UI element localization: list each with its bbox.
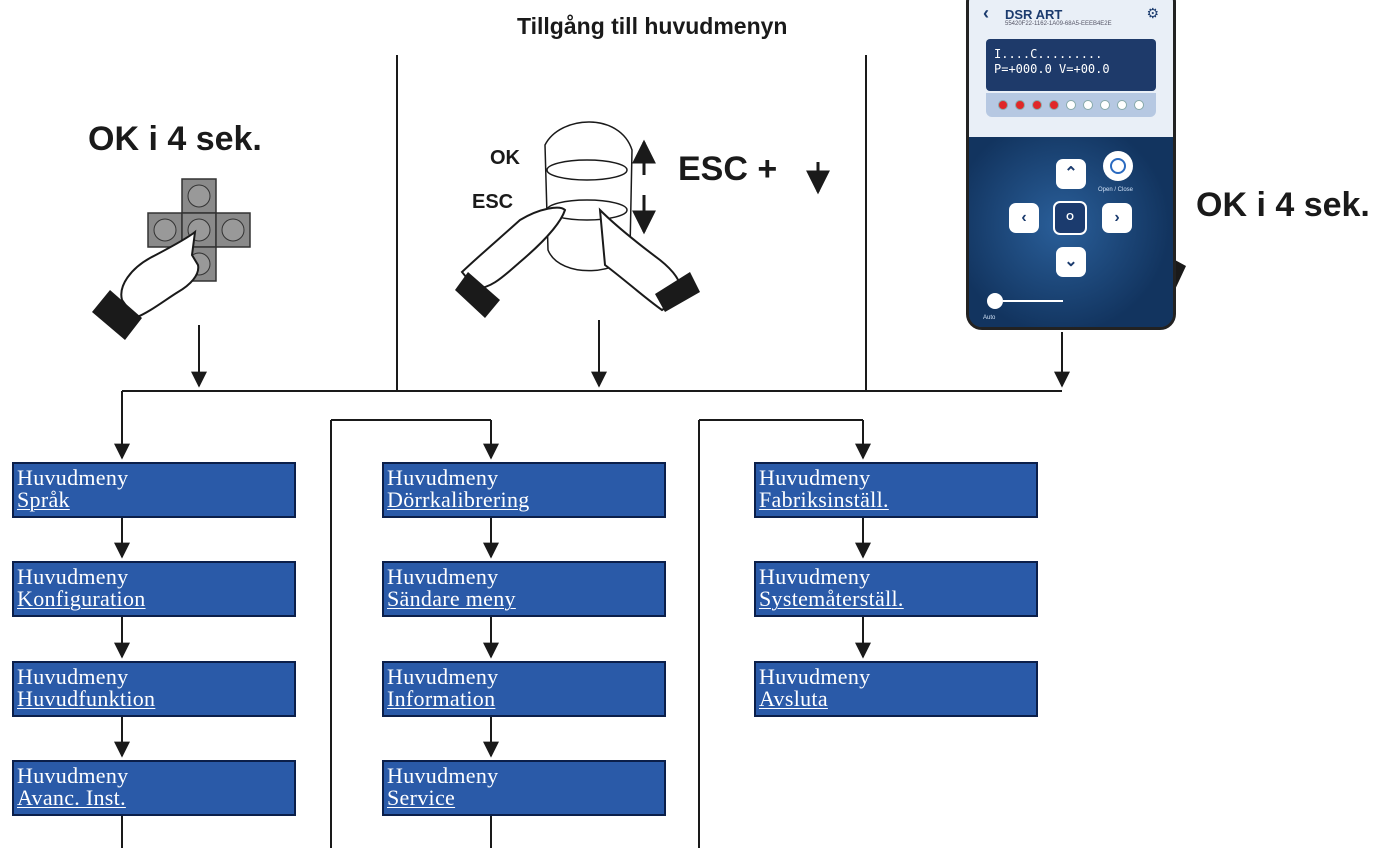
menu-box-line1: Huvudmeny	[17, 664, 129, 689]
keypad-illustration	[92, 178, 251, 340]
led-indicator	[1049, 100, 1059, 110]
esc-combo-label: ESC +	[678, 150, 778, 188]
left-method-label: OK i 4 sek.	[88, 120, 262, 158]
menu-box-line2: Sändare meny	[387, 586, 516, 611]
menu-box: Huvudmeny Service	[382, 760, 666, 816]
ok-label: OK	[490, 147, 520, 169]
led-indicator	[1134, 100, 1144, 110]
menu-box-line1: Huvudmeny	[759, 564, 871, 589]
diagram-title: Tillgång till huvudmenyn	[517, 13, 788, 39]
phone-lcd: I....C......... P=+000.0 V=+00.0	[986, 39, 1156, 91]
menu-box: Huvudmeny Avsluta	[754, 661, 1038, 717]
menu-box-line1: Huvudmeny	[387, 564, 499, 589]
menu-box-line1: Huvudmeny	[17, 465, 129, 490]
ok-button[interactable]: O	[1053, 201, 1087, 235]
menu-box-line2: Konfiguration	[17, 586, 146, 611]
up-button[interactable]: ⌃	[1056, 159, 1086, 189]
lcd-line-2: P=+000.0 V=+00.0	[994, 62, 1110, 76]
menu-box-line2: Fabriksinställ.	[759, 487, 889, 512]
led-indicator	[1083, 100, 1093, 110]
menu-box-line2: Dörrkalibrering	[387, 487, 530, 512]
menu-box-line2: Systemåterställ.	[759, 586, 904, 611]
back-icon[interactable]: ‹	[983, 3, 989, 23]
menu-box-line1: Huvudmeny	[387, 664, 499, 689]
phone-body: ‹ DSR ART 55420F22-1162-1A09-68A5-EEEB4E…	[966, 0, 1176, 330]
led-row	[986, 93, 1156, 117]
menu-box-line1: Huvudmeny	[387, 763, 499, 788]
led-indicator	[998, 100, 1008, 110]
down-button[interactable]: ⌄	[1056, 247, 1086, 277]
right-method-label: OK i 4 sek.	[1196, 186, 1370, 224]
menu-box: Huvudmeny Sändare meny	[382, 561, 666, 617]
menu-box: Huvudmeny Information	[382, 661, 666, 717]
phone-title: DSR ART	[1005, 7, 1063, 22]
menu-box-line1: Huvudmeny	[17, 564, 129, 589]
phone-header: ‹ DSR ART 55420F22-1162-1A09-68A5-EEEB4E…	[969, 0, 1173, 137]
phone-keypad: Open / Close ⌃ ‹ O › ⌄ Auto	[969, 137, 1173, 327]
menu-box-line1: Huvudmeny	[387, 465, 499, 490]
open-close-label: Open / Close	[1098, 187, 1134, 193]
menu-box-line1: Huvudmeny	[759, 664, 871, 689]
auto-slider-knob[interactable]	[987, 293, 1003, 309]
menu-box-line1: Huvudmeny	[17, 763, 129, 788]
esc-label: ESC	[472, 191, 514, 213]
menu-box-line2: Avanc. Inst.	[17, 785, 126, 810]
menu-box: Huvudmeny Konfiguration	[12, 561, 296, 617]
led-indicator	[1100, 100, 1110, 110]
auto-label: Auto	[983, 315, 996, 321]
phone-device-id: 55420F22-1162-1A09-68A5-EEEB4E2E	[1005, 21, 1112, 27]
menu-box-line2: Språk	[17, 487, 70, 512]
right-button[interactable]: ›	[1102, 203, 1132, 233]
remote-illustration	[455, 121, 830, 318]
led-indicator	[1117, 100, 1127, 110]
lcd-line-1: I....C.........	[994, 47, 1103, 61]
menu-box: Huvudmeny Avanc. Inst.	[12, 760, 296, 816]
auto-slider-track[interactable]	[1003, 300, 1063, 302]
menu-box-line2: Huvudfunktion	[17, 686, 156, 711]
left-button[interactable]: ‹	[1009, 203, 1039, 233]
menu-box-line1: Huvudmeny	[759, 465, 871, 490]
gear-icon[interactable]: ⚙	[1146, 5, 1159, 21]
menu-box: Huvudmeny Dörrkalibrering	[382, 462, 666, 518]
menu-box-line2: Information	[387, 686, 496, 711]
led-indicator	[1032, 100, 1042, 110]
led-indicator	[1015, 100, 1025, 110]
menu-box: Huvudmeny Systemåterställ.	[754, 561, 1038, 617]
menu-box-line2: Avsluta	[759, 686, 828, 711]
open-close-icon[interactable]	[1103, 151, 1133, 181]
menu-box: Huvudmeny Språk	[12, 462, 296, 518]
phone-app: ‹ DSR ART 55420F22-1162-1A09-68A5-EEEB4E…	[966, 0, 1176, 330]
menu-box-line2: Service	[387, 785, 456, 810]
led-indicator	[1066, 100, 1076, 110]
menu-box: Huvudmeny Fabriksinställ.	[754, 462, 1038, 518]
menu-box: Huvudmeny Huvudfunktion	[12, 661, 296, 717]
